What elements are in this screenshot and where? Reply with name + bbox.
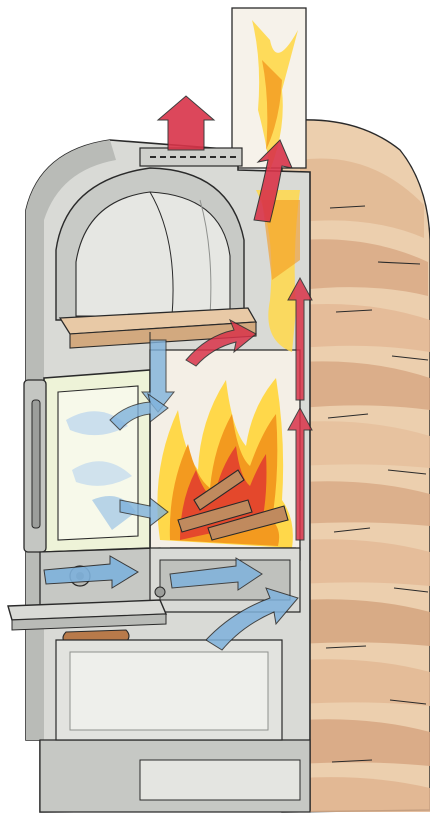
exhaust-arrow bbox=[158, 96, 214, 150]
door-handle bbox=[32, 400, 40, 528]
lower-cabinet bbox=[56, 640, 282, 740]
chimney-flue bbox=[232, 8, 306, 170]
glass-door bbox=[24, 370, 150, 552]
